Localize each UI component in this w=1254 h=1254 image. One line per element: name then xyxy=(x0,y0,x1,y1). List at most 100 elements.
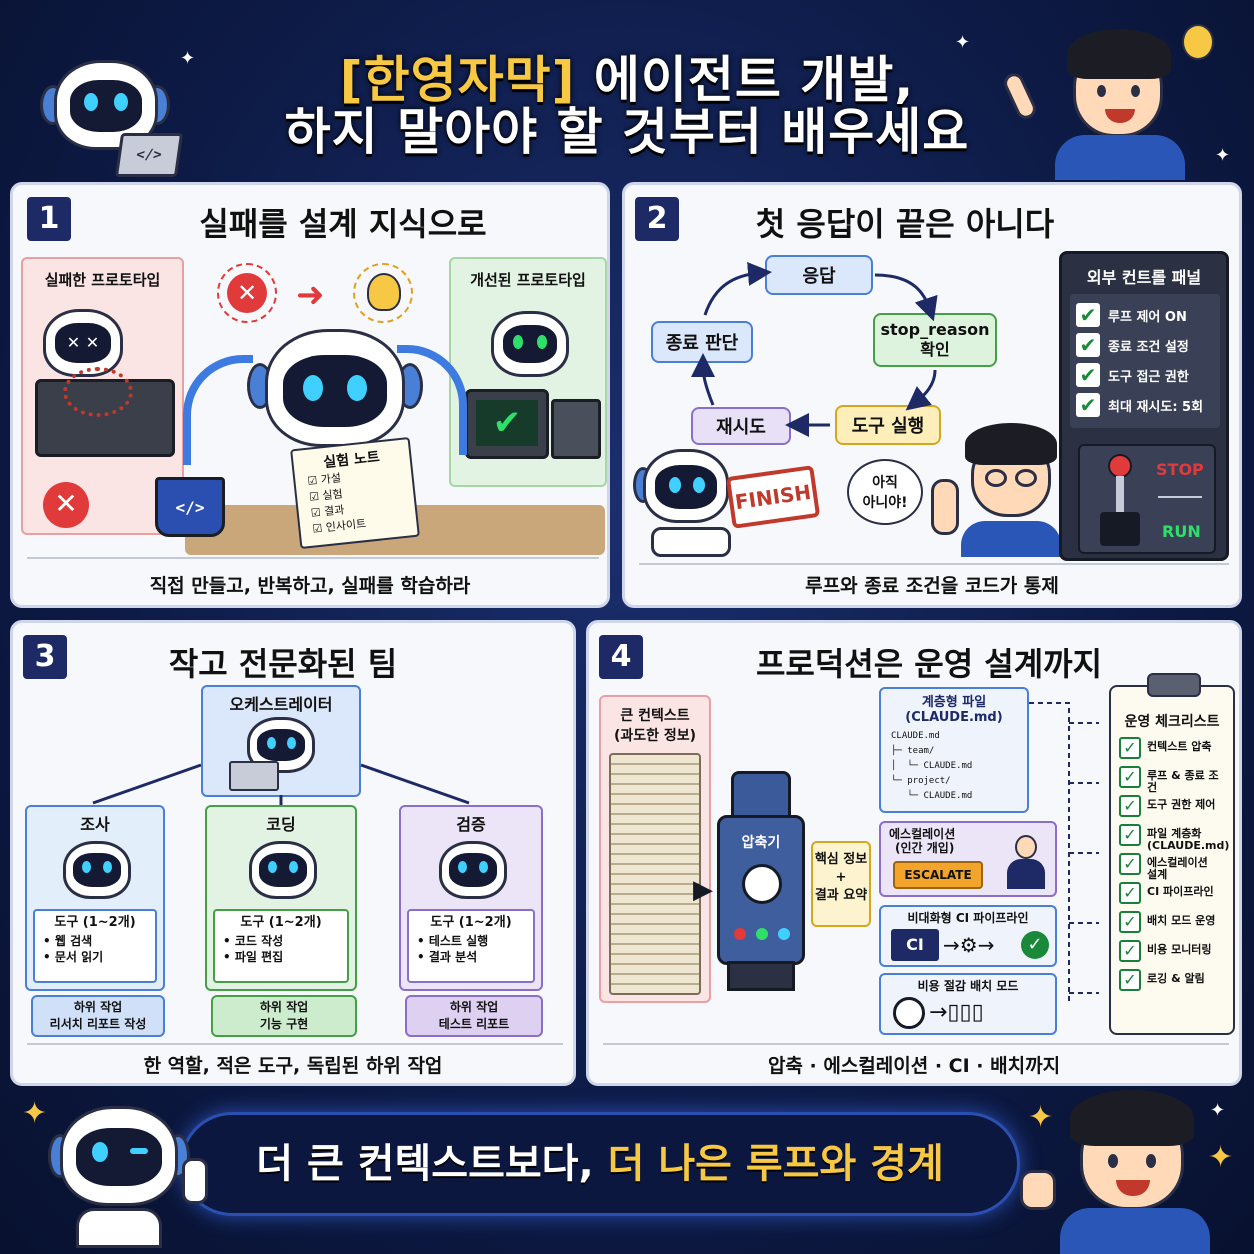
glasses-boy xyxy=(961,417,1061,557)
human-avatar-icon xyxy=(1007,835,1045,889)
ci-pipeline-card: 비대화형 CI 파이프라인 CI →⚙→ ✓ xyxy=(879,905,1057,967)
fail-x-icon: ✕ xyxy=(217,263,277,323)
checklist-item[interactable]: ✓루프 & 종료 조건 xyxy=(1119,766,1225,795)
tangled-wires xyxy=(63,367,133,417)
loop-tool-run-box: 도구 실행 xyxy=(835,405,941,445)
panel-3-title: 작고 전문화된 팀 xyxy=(168,645,398,683)
control-list: ✔루프 제어 ON✔종료 조건 설정✔도구 접근 권한✔최대 재시도: 5회 xyxy=(1070,294,1220,428)
panel-4-footer: 압축 · 에스컬레이션 · CI · 배치까지 xyxy=(767,1055,1061,1077)
escalation-line1: 에스컬레이션 xyxy=(889,827,956,841)
control-item[interactable]: ✔ 종료 조건 설정 xyxy=(1076,330,1214,360)
agent-tools-box: 도구 (1~2개) • 코드 작성 • 파일 편집 xyxy=(213,909,349,983)
summary-line1: 핵심 정보 xyxy=(814,852,868,867)
tools-title: 도구 (1~2개) xyxy=(54,915,136,930)
tree-line: └─ project/ xyxy=(891,776,951,786)
lightbulb-icon xyxy=(1182,24,1214,60)
improved-prototype-card: 개선된 프로토타입 ✔ xyxy=(449,257,607,487)
check-icon: ✓ xyxy=(1119,882,1141,904)
check-icon: ✓ xyxy=(1119,969,1141,991)
loop-arrows xyxy=(691,261,938,437)
escalation-line2: (인간 개입) xyxy=(895,841,955,855)
control-item[interactable]: ✔도구 접근 권한 xyxy=(1076,360,1214,390)
laptop-icon: </> xyxy=(114,133,184,177)
notebook-item-label: 가설 xyxy=(320,471,342,487)
panel-1-footer: 직접 만들고, 반복하고, 실패를 학습하라 xyxy=(149,575,471,597)
checklist-item-label: 파일 계층화 (CLAUDE.md) xyxy=(1147,827,1230,852)
check-icon: ✓ xyxy=(1119,795,1141,817)
panel-3-number: 3 xyxy=(23,635,67,679)
check-icon: ✔ xyxy=(1076,333,1100,357)
check-icon: ✓ xyxy=(1119,853,1141,875)
agent-tools-box: 도구 (1~2개) • 테스트 실행 • 결과 분석 xyxy=(407,909,535,983)
arrow-into-compressor: ▶ xyxy=(693,875,713,905)
sparkle-icon: ✦ xyxy=(180,48,196,69)
stop-run-lever[interactable]: STOP RUN xyxy=(1078,444,1216,554)
agent-name: 조사 xyxy=(80,815,110,834)
hier-title-line2: (CLAUDE.md) xyxy=(905,710,1003,725)
arrow-gear-icon: →⚙→ xyxy=(943,933,995,957)
checklist-item-label: 루프 & 종료 조건 xyxy=(1147,769,1219,794)
server-box xyxy=(551,399,601,459)
control-item[interactable]: ✔루프 제어 ON xyxy=(1076,300,1214,330)
checklist-item[interactable]: ✓ 로깅 & 알림 xyxy=(1119,969,1225,998)
lever-knob[interactable] xyxy=(1108,454,1132,478)
checklist-item-label: 도구 권한 제어 xyxy=(1147,798,1216,811)
title-rest: 에이전트 개발, xyxy=(575,51,915,109)
stop-reason-check-label: 확인 xyxy=(920,340,950,359)
panel-4-divider xyxy=(603,1043,1229,1045)
panel-1-divider xyxy=(27,557,599,559)
hier-title-line1: 계층형 파일 xyxy=(921,695,987,710)
checklist-item[interactable]: ✓ 파일 계층화 (CLAUDE.md) xyxy=(1119,824,1229,853)
orchestrator-box: 오케스트레이터 xyxy=(201,685,361,797)
subtask-label: 테스트 리포트 xyxy=(438,1017,510,1031)
check-icon: ✓ xyxy=(1119,824,1141,846)
batch-title: 비용 절감 배치 모드 xyxy=(917,979,1019,993)
escalate-button[interactable]: ESCALATE xyxy=(893,861,983,889)
agent-tools-box: 도구 (1~2개) • 웹 검색 • 문서 읽기 xyxy=(33,909,157,983)
checklist-item[interactable]: ✓CI 파이프라인 xyxy=(1119,882,1225,911)
idea-bulb-icon xyxy=(353,263,413,323)
checklist-item[interactable]: ✓ 도구 권한 제어 xyxy=(1119,795,1225,824)
title-highlight: [한영자막] xyxy=(339,51,576,109)
check-icon: ✔ xyxy=(1076,393,1100,417)
compressor-label: 압축기 xyxy=(741,835,781,851)
subtask-label: 리서치 리포트 작성 xyxy=(49,1017,147,1031)
checklist-item[interactable]: ✓배치 모드 운영 xyxy=(1119,911,1225,940)
gauge-icon xyxy=(742,864,782,904)
big-context-card: 큰 컨텍스트 (과도한 정보) xyxy=(599,695,711,1003)
subtask-title: 하위 작업 xyxy=(449,1000,499,1014)
check-icon: ✔ xyxy=(1076,363,1100,387)
checklist-item[interactable]: ✓컨텍스트 압축 xyxy=(1119,737,1225,766)
tree-line: ├─ team/ xyxy=(891,746,935,756)
page-title-line1: [한영자막] 에이전트 개발, xyxy=(0,40,1254,112)
failed-prototype-label: 실패한 프로토타입 xyxy=(44,271,161,289)
panel-3-footer: 한 역할, 적은 도구, 독립된 하위 작업 xyxy=(143,1055,443,1077)
control-item-label: 최대 재시도: 5회 xyxy=(1108,399,1204,415)
success-check-icon: ✓ xyxy=(1021,931,1049,959)
big-context-line1: 큰 컨텍스트 xyxy=(620,708,690,724)
checklist-item[interactable]: ✓에스컬레이션 설계 xyxy=(1119,853,1225,882)
sparkle-icon: ✦ xyxy=(1208,1140,1234,1175)
panel-3: 3 작고 전문화된 팀 오케스트레이터 조사 도구 (1~2개) • 웹 검색 … xyxy=(10,620,576,1086)
speech-line2: 아니야! xyxy=(862,495,908,511)
control-item[interactable]: ✔ 최대 재시도: 5회 xyxy=(1076,390,1214,420)
compressor-machine: 압축기 xyxy=(717,771,805,999)
panel-2-number: 2 xyxy=(635,197,679,241)
agent-subtask: 하위 작업 리서치 리포트 작성 xyxy=(31,995,165,1037)
tool-item: • 웹 검색 xyxy=(43,934,93,948)
check-icon: ✓ xyxy=(1119,911,1141,933)
subtask-title: 하위 작업 xyxy=(259,1000,309,1014)
notebook-items: ☑ 가설☑ 실험☑ 결과☑ 인사이트 xyxy=(295,463,417,539)
check-icon: ✓ xyxy=(1119,940,1141,962)
sparkle-icon: ✦ xyxy=(955,32,971,53)
checklist-item-label: 로깅 & 알림 xyxy=(1147,972,1205,985)
clipboard-clip xyxy=(1147,673,1201,697)
summary-plus: + xyxy=(835,870,847,885)
escalation-card: 에스컬레이션 (인간 개입) ESCALATE xyxy=(879,821,1057,897)
big-context-line2: (과도한 정보) xyxy=(613,728,697,744)
agent-name: 코딩 xyxy=(266,815,296,834)
checklist-item[interactable]: ✓비용 모니터링 xyxy=(1119,940,1225,969)
control-item-label: 종료 조건 설정 xyxy=(1108,339,1189,355)
error-x-icon: ✕ xyxy=(43,482,89,528)
coffee-mug-icon: </> xyxy=(155,477,225,537)
